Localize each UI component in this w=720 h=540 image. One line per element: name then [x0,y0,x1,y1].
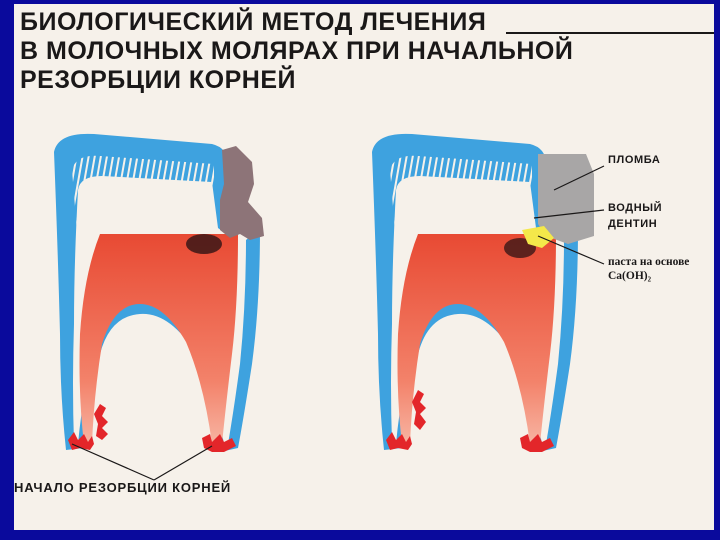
diagram-page: БИОЛОГИЧЕСКИЙ МЕТОД ЛЕЧЕНИЯ В МОЛОЧНЫХ М… [14,4,714,530]
label-paste-2: Ca(OH)₂ [608,270,651,283]
right-tooth [372,134,594,452]
label-water-dentin-2: ДЕНТИН [608,218,657,230]
label-water-dentin-1: ВОДНЫЙ [608,202,662,214]
left-tooth-pulp-stain [186,234,222,254]
left-tooth [54,134,264,452]
leader-resorption-right [154,446,212,480]
label-paste-1: паста на основе [608,256,689,269]
left-tooth-caries [220,146,264,240]
label-filling: ПЛОМБА [608,154,660,166]
leader-resorption-left [72,444,154,480]
caption-resorption: НАЧАЛО РЕЗОРБЦИИ КОРНЕЙ [14,480,231,495]
